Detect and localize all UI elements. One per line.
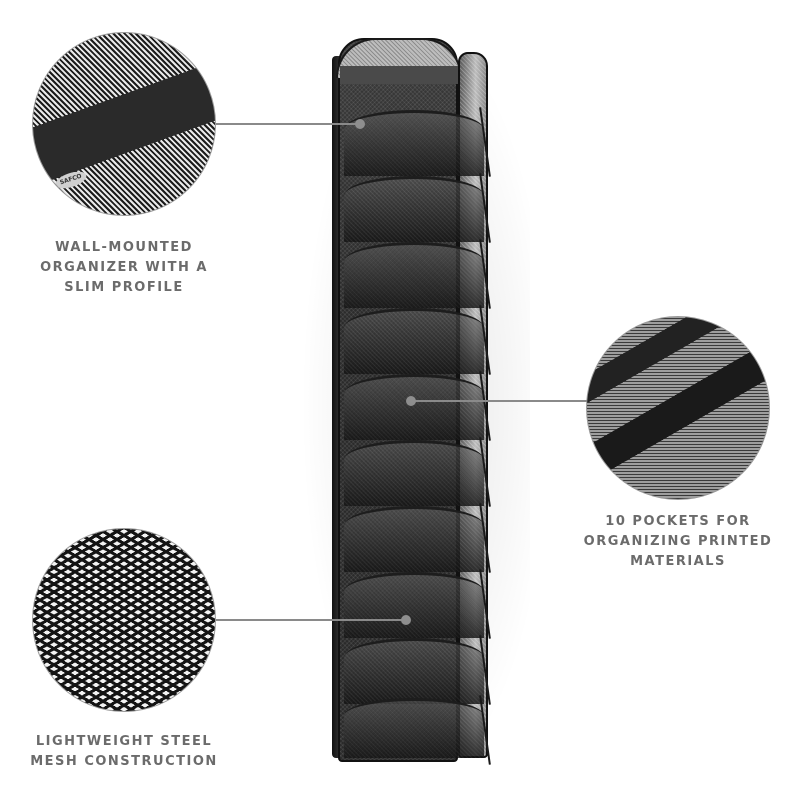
- pocket-3: [344, 242, 484, 308]
- caption-line: 10 POCKETS FOR: [605, 514, 751, 529]
- mesh-wall-organizer: [332, 38, 494, 766]
- pocket-4: [344, 308, 484, 374]
- callout-circle-mesh: [32, 528, 216, 712]
- caption-line: MESH CONSTRUCTION: [30, 754, 218, 769]
- pocket-6: [344, 440, 484, 506]
- pocket-5: [344, 374, 484, 440]
- connector-dot-slim-profile: [355, 119, 365, 129]
- callout-circle-pockets: [586, 316, 770, 500]
- caption-slim-profile: WALL-MOUNTED ORGANIZER WITH A SLIM PROFI…: [14, 238, 234, 298]
- safco-logo: SAFCO: [53, 168, 89, 192]
- connector-line-pockets: [410, 400, 587, 402]
- caption-line: LIGHTWEIGHT STEEL: [35, 734, 213, 749]
- pocket-2: [344, 176, 484, 242]
- pocket-1: [344, 110, 484, 176]
- caption-line: WALL-MOUNTED: [55, 240, 193, 255]
- pocket-7: [344, 506, 484, 572]
- caption-pockets: 10 POCKETS FOR ORGANIZING PRINTED MATERI…: [568, 512, 788, 572]
- caption-mesh: LIGHTWEIGHT STEEL MESH CONSTRUCTION: [14, 732, 234, 772]
- pocket-10: [344, 698, 484, 758]
- caption-line: ORGANIZING PRINTED: [583, 534, 773, 549]
- pocket-8: [344, 572, 484, 638]
- connector-line-slim-profile: [216, 123, 362, 125]
- pocket-9: [344, 638, 484, 704]
- caption-line: ORGANIZER WITH A: [40, 260, 208, 275]
- caption-line: MATERIALS: [630, 554, 726, 569]
- callout-circle-slim-profile: SAFCO: [32, 32, 216, 216]
- mounting-band: [340, 66, 458, 84]
- connector-dot-pockets: [406, 396, 416, 406]
- connector-dot-mesh: [401, 615, 411, 625]
- connector-line-mesh: [216, 619, 406, 621]
- caption-line: SLIM PROFILE: [64, 280, 184, 295]
